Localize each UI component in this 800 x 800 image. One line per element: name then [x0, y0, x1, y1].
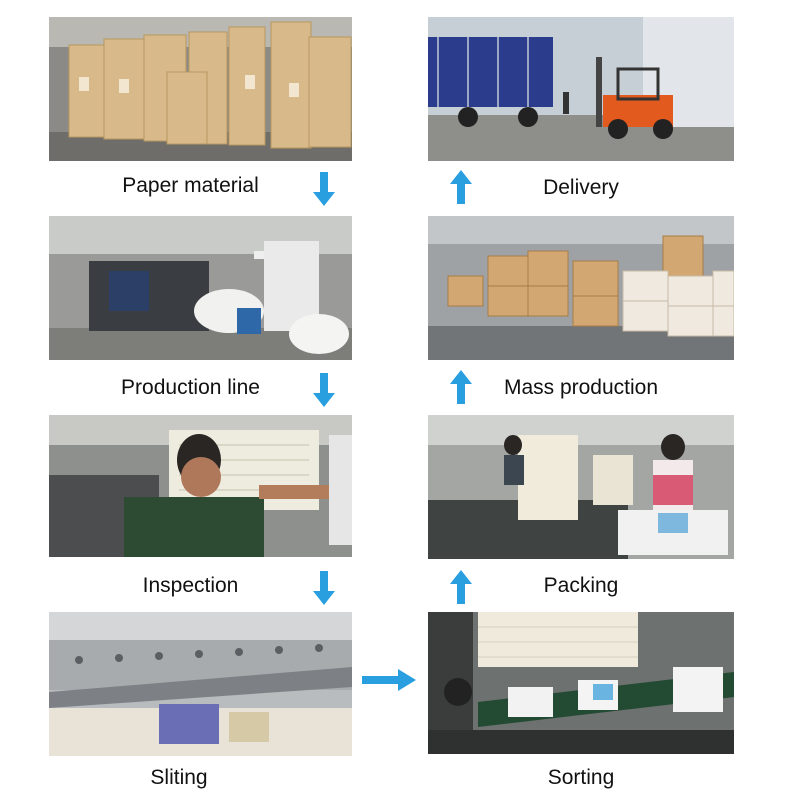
arrow-up-icon: [450, 170, 472, 204]
arrow-up-icon: [450, 570, 472, 604]
packing-photo: [428, 415, 734, 559]
sliting-label: Sliting: [150, 766, 208, 789]
delivery-label: Delivery: [543, 176, 619, 199]
mass-production-label: Mass production: [503, 376, 659, 399]
delivery-photo: [428, 17, 734, 161]
sliting-photo: [49, 612, 352, 756]
mass-production-photo: [428, 216, 734, 360]
paper-material-label: Paper material: [122, 174, 259, 197]
inspection-label: Inspection: [142, 574, 239, 597]
packing-label: Packing: [543, 574, 619, 597]
arrow-down-icon: [313, 571, 335, 605]
arrow-up-icon: [450, 370, 472, 404]
inspection-photo: [49, 415, 352, 557]
production-line-photo: [49, 216, 352, 360]
arrow-down-icon: [313, 373, 335, 407]
production-line-label: Production line: [121, 376, 260, 399]
sorting-photo: [428, 612, 734, 754]
paper-material-photo: [49, 17, 352, 161]
arrow-down-icon: [313, 172, 335, 206]
sorting-label: Sorting: [547, 766, 615, 789]
arrow-right-icon: [362, 669, 416, 691]
